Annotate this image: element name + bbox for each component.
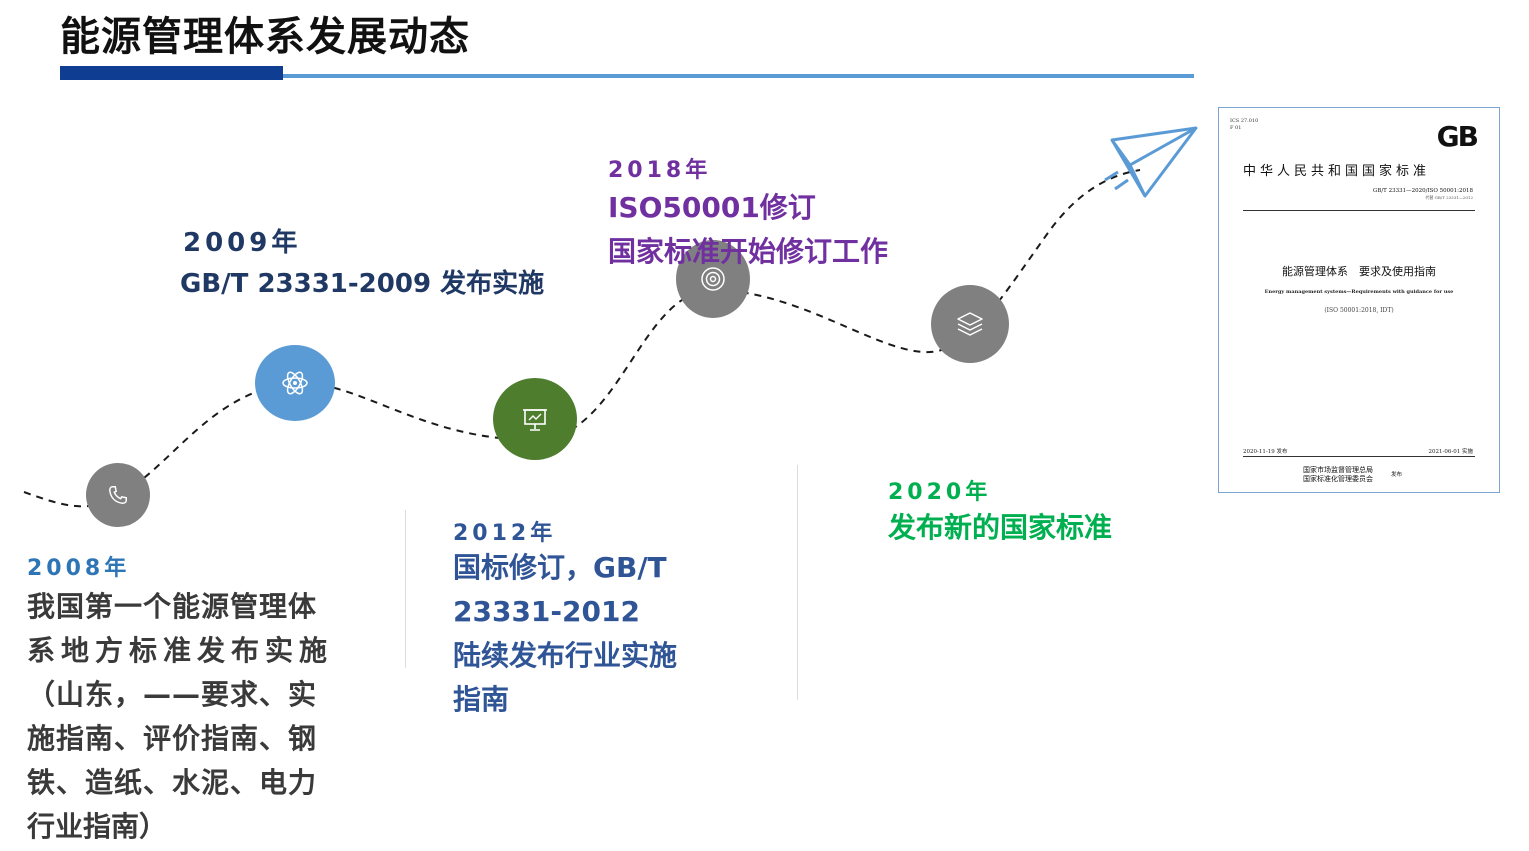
divider	[405, 510, 406, 668]
implement-date: 2021-06-01 实施	[1428, 449, 1473, 455]
page-title: 能源管理体系发展动态	[60, 14, 470, 60]
document-header: 中华人民共和国国家标准	[1243, 164, 1431, 179]
description-2009: GB/T 23331-2009 发布实施	[180, 269, 545, 299]
footer-rule	[1243, 456, 1475, 457]
year-2008: 2008年	[27, 556, 131, 581]
document-code: GB/T 23331—2020/ISO 50001:2018	[1372, 188, 1473, 194]
target-icon	[701, 267, 725, 291]
title-underline	[283, 74, 1194, 78]
gb-logo: GB	[1436, 120, 1479, 153]
timeline-node-2020	[931, 285, 1009, 363]
issuer-2: 国家标准化管理委员会	[1303, 475, 1373, 483]
document-idt: (ISO 50001:2018, IDT)	[1324, 307, 1394, 314]
year-2018: 2018年	[608, 158, 712, 183]
presentation-icon	[523, 409, 547, 431]
issuer-1: 国家市场监督管理总局	[1303, 466, 1373, 474]
description-2008: 我国第一个能源管理体 系地方标准发布实施 （山东，——要求、实 施指南、评价指南…	[27, 590, 334, 843]
timeline-node-2008	[86, 463, 150, 527]
ics-code: ICS 27.010	[1230, 118, 1259, 124]
year-2020: 2020年	[888, 480, 992, 505]
description-2018: ISO50001修订 国家标准开始修订工作	[608, 191, 889, 268]
phone-icon	[109, 486, 127, 504]
document-title-en: Energy management systems—Requirements w…	[1264, 289, 1454, 295]
standard-document-cover: ICS 27.010 F 01 GB 中华人民共和国国家标准 GB/T 2333…	[1218, 107, 1500, 493]
timeline-node-2012	[493, 378, 577, 460]
paper-plane-icon	[1104, 126, 1198, 198]
document-title-cn: 能源管理体系 要求及使用指南	[1282, 265, 1436, 278]
timeline-node-2018	[676, 240, 750, 318]
layers-icon	[957, 312, 983, 336]
year-2012: 2012年	[453, 521, 557, 546]
year-2009: 2009年	[183, 228, 302, 258]
header-rule	[1243, 210, 1475, 211]
title-underline-accent	[60, 66, 283, 80]
atom-icon	[282, 371, 308, 395]
timeline-node-2009	[255, 345, 335, 421]
publish-date: 2020-11-19 发布	[1243, 449, 1288, 455]
description-2020: 发布新的国家标准	[888, 511, 1113, 544]
description-2012: 国标修订，GB/T 23331-2012 陆续发布行业实施 指南	[453, 551, 678, 716]
divider	[797, 465, 798, 700]
classification-code: F 01	[1230, 125, 1242, 131]
replaces-code: 代替 GB/T 23331—2012	[1425, 195, 1473, 200]
issue-word: 发布	[1391, 472, 1403, 478]
